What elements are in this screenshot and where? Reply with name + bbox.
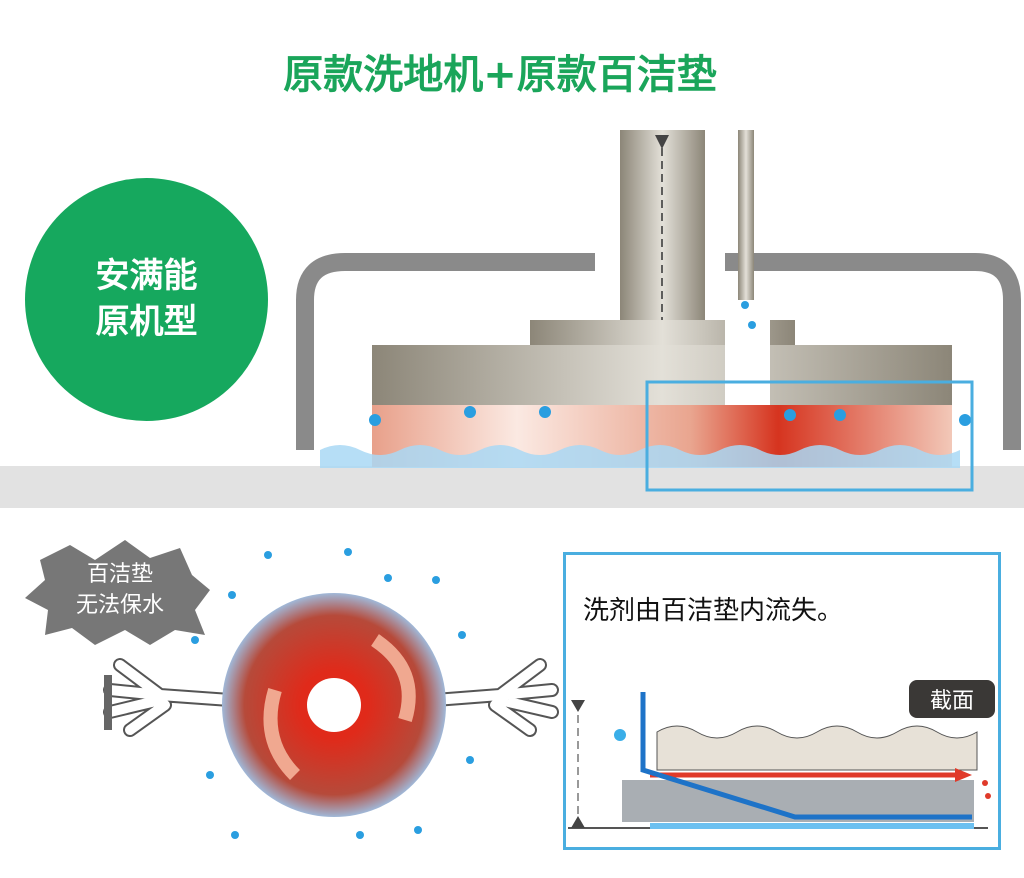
pad-cross-section: [656, 725, 978, 771]
blue-flow-arrow: [640, 692, 972, 820]
burst-line-1: 百洁垫: [86, 562, 153, 587]
rotation-arrow: [263, 687, 301, 780]
burst-label: 百洁垫 无法保水: [30, 560, 210, 622]
water-tube: [738, 130, 754, 300]
brush-head: [372, 345, 952, 405]
flying-drops: [191, 548, 474, 839]
frame-right: [725, 253, 1021, 450]
burst-line-2: 无法保水: [75, 592, 164, 618]
badge-line-2: 原机型: [95, 301, 198, 342]
floor: [0, 466, 1024, 508]
model-badge: 安满能 原机型: [25, 178, 268, 421]
rotation-arrow: [370, 634, 416, 723]
badge-line-1: 安满能: [95, 255, 198, 296]
detail-panel: [563, 552, 1001, 850]
panel-caption: 洗剂由百洁垫内流失。: [583, 596, 844, 626]
page-title: 原款洗地机+原款百洁垫: [283, 52, 717, 98]
speech-burst: [25, 540, 210, 645]
frame-left: [296, 253, 595, 450]
water-layer: [320, 445, 960, 468]
section-label: 截面: [909, 680, 995, 718]
water-drops: [369, 301, 971, 426]
pad-center-hole: [307, 678, 361, 732]
zoom-highlight-box: [645, 380, 974, 492]
